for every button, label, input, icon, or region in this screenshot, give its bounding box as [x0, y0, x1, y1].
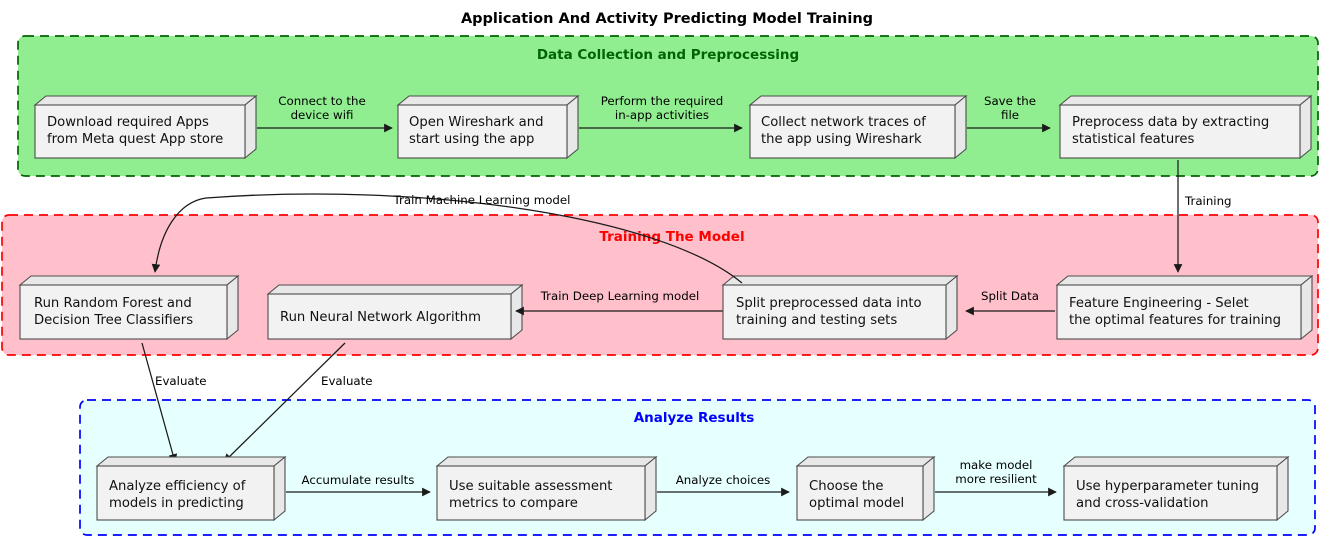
group-analyze-frame	[79, 399, 1316, 536]
node-hyperparameter-tuning[interactable]: Use hyperparameter tuning and cross-vali…	[1062, 455, 1290, 522]
node-label: statistical features	[1072, 132, 1194, 147]
edge-label: file	[1001, 108, 1019, 122]
edge-label: Connect to the	[278, 94, 365, 108]
node-download-apps[interactable]: Download required Apps from Meta quest A…	[33, 94, 258, 160]
node-choose-model[interactable]: Choose the optimal model	[795, 455, 936, 522]
node-label: Open Wireshark and	[409, 115, 543, 130]
edge-make-resilient: make model more resilient	[935, 458, 1057, 497]
node-analyze-efficiency[interactable]: Analyze efficiency of models in predicti…	[95, 455, 287, 522]
edge-perform-activities: Perform the required in-app activities	[579, 94, 743, 133]
node-assessment-metrics[interactable]: Use suitable assessment metrics to compa…	[435, 455, 658, 522]
node-label: models in predicting	[109, 496, 244, 511]
edge-train-machine-learning: Train Machine Learning model	[151, 193, 743, 284]
group-data-collection: Data Collection and Preprocessing Downlo…	[17, 35, 1319, 177]
node-label: Analyze efficiency of	[109, 479, 246, 494]
group-data-collection-frame	[17, 35, 1319, 177]
edge-evaluate-right: Evaluate	[223, 342, 373, 463]
edge-label: Training	[1184, 194, 1232, 208]
page-title: Application And Activity Predicting Mode…	[461, 11, 873, 27]
node-label: metrics to compare	[449, 496, 578, 511]
edge-connect-wifi: Connect to the device wifi	[257, 94, 393, 133]
edge-label: Accumulate results	[302, 473, 415, 487]
node-label: and cross-validation	[1076, 496, 1209, 511]
node-label: Split preprocessed data into	[736, 296, 922, 311]
edge-accumulate-results: Accumulate results	[286, 473, 431, 497]
node-label: from Meta quest App store	[47, 132, 223, 147]
edge-label: device wifi	[291, 108, 354, 122]
node-label: Collect network traces of	[761, 115, 926, 130]
edge-label: Save the	[984, 94, 1036, 108]
edge-label: in-app activities	[615, 108, 709, 122]
node-label: Download required Apps	[47, 115, 209, 130]
node-label: Run Random Forest and	[34, 296, 192, 311]
group-training-title: Training The Model	[599, 229, 744, 245]
group-training: Training The Model Run Random Forest and…	[1, 160, 1319, 356]
node-random-forest[interactable]: Run Random Forest and Decision Tree Clas…	[18, 274, 240, 341]
node-open-wireshark[interactable]: Open Wireshark and start using the app	[396, 94, 580, 160]
node-label: Preprocess data by extracting	[1072, 115, 1269, 130]
node-feature-engineering[interactable]: Feature Engineering - Selet the optimal …	[1055, 274, 1314, 341]
edge-label: Analyze choices	[676, 473, 771, 487]
edge-analyze-choices: Analyze choices	[657, 473, 790, 497]
group-analyze-title: Analyze Results	[634, 410, 755, 426]
node-preprocess[interactable]: Preprocess data by extracting statistica…	[1058, 94, 1313, 160]
edge-label: Split Data	[981, 289, 1039, 303]
node-label: training and testing sets	[736, 313, 897, 328]
node-collect-traces[interactable]: Collect network traces of the app using …	[748, 94, 968, 160]
node-neural-network[interactable]: Run Neural Network Algorithm	[266, 283, 524, 341]
node-label: the app using Wireshark	[761, 132, 922, 147]
edge-evaluate-left: Evaluate	[141, 342, 207, 463]
node-label: Choose the	[809, 479, 884, 494]
node-label: start using the app	[409, 132, 534, 147]
edge-train-deep-learning: Train Deep Learning model	[515, 289, 723, 316]
node-label: optimal model	[809, 496, 904, 511]
edge-label: Train Deep Learning model	[540, 289, 700, 303]
edge-label: Evaluate	[321, 374, 373, 388]
group-data-collection-title: Data Collection and Preprocessing	[537, 47, 799, 63]
edge-training: Training	[1173, 160, 1232, 273]
node-label: Feature Engineering - Selet	[1069, 296, 1249, 311]
node-split-data[interactable]: Split preprocessed data into training an…	[721, 274, 959, 341]
edge-split-data: Split Data	[965, 289, 1055, 316]
node-label: Use hyperparameter tuning	[1076, 479, 1259, 494]
edge-save-file: Save the file	[967, 94, 1051, 133]
edge-label: Evaluate	[155, 374, 207, 388]
edge-label: Perform the required	[601, 94, 724, 108]
edge-label: Train Machine Learning model	[393, 193, 571, 207]
node-label: Decision Tree Classifiers	[34, 313, 193, 328]
edge-label: more resilient	[955, 472, 1037, 486]
node-label: Use suitable assessment	[449, 479, 612, 494]
edge-label: make model	[960, 458, 1033, 472]
group-analyze: Analyze Results Evaluate Evaluate Analyz…	[79, 342, 1316, 536]
node-label: Run Neural Network Algorithm	[280, 310, 481, 325]
node-label: the optimal features for training	[1069, 313, 1281, 328]
